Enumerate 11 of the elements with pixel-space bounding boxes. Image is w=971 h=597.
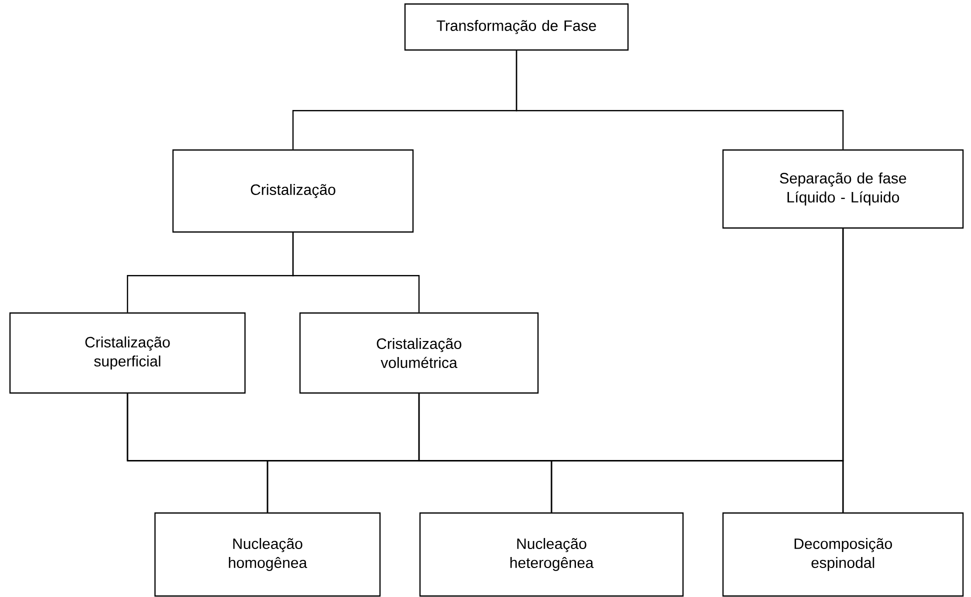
process-box: Cristalização volumétrica — [299, 312, 539, 394]
process-box: Transformação de Fase — [404, 3, 629, 51]
process-box: Separação de fase Líquido - Líquido — [722, 149, 964, 229]
connector-line — [292, 232, 420, 312]
process-box: Decomposição espinodal — [722, 512, 964, 597]
connector-line — [842, 228, 844, 512]
process-box: Nucleação homogênea — [154, 512, 381, 597]
process-box: Cristalização — [172, 149, 414, 233]
process-box: Cristalização superficial — [9, 312, 246, 394]
process-box: Nucleação heterogênea — [419, 512, 684, 597]
connector-line — [516, 50, 844, 150]
